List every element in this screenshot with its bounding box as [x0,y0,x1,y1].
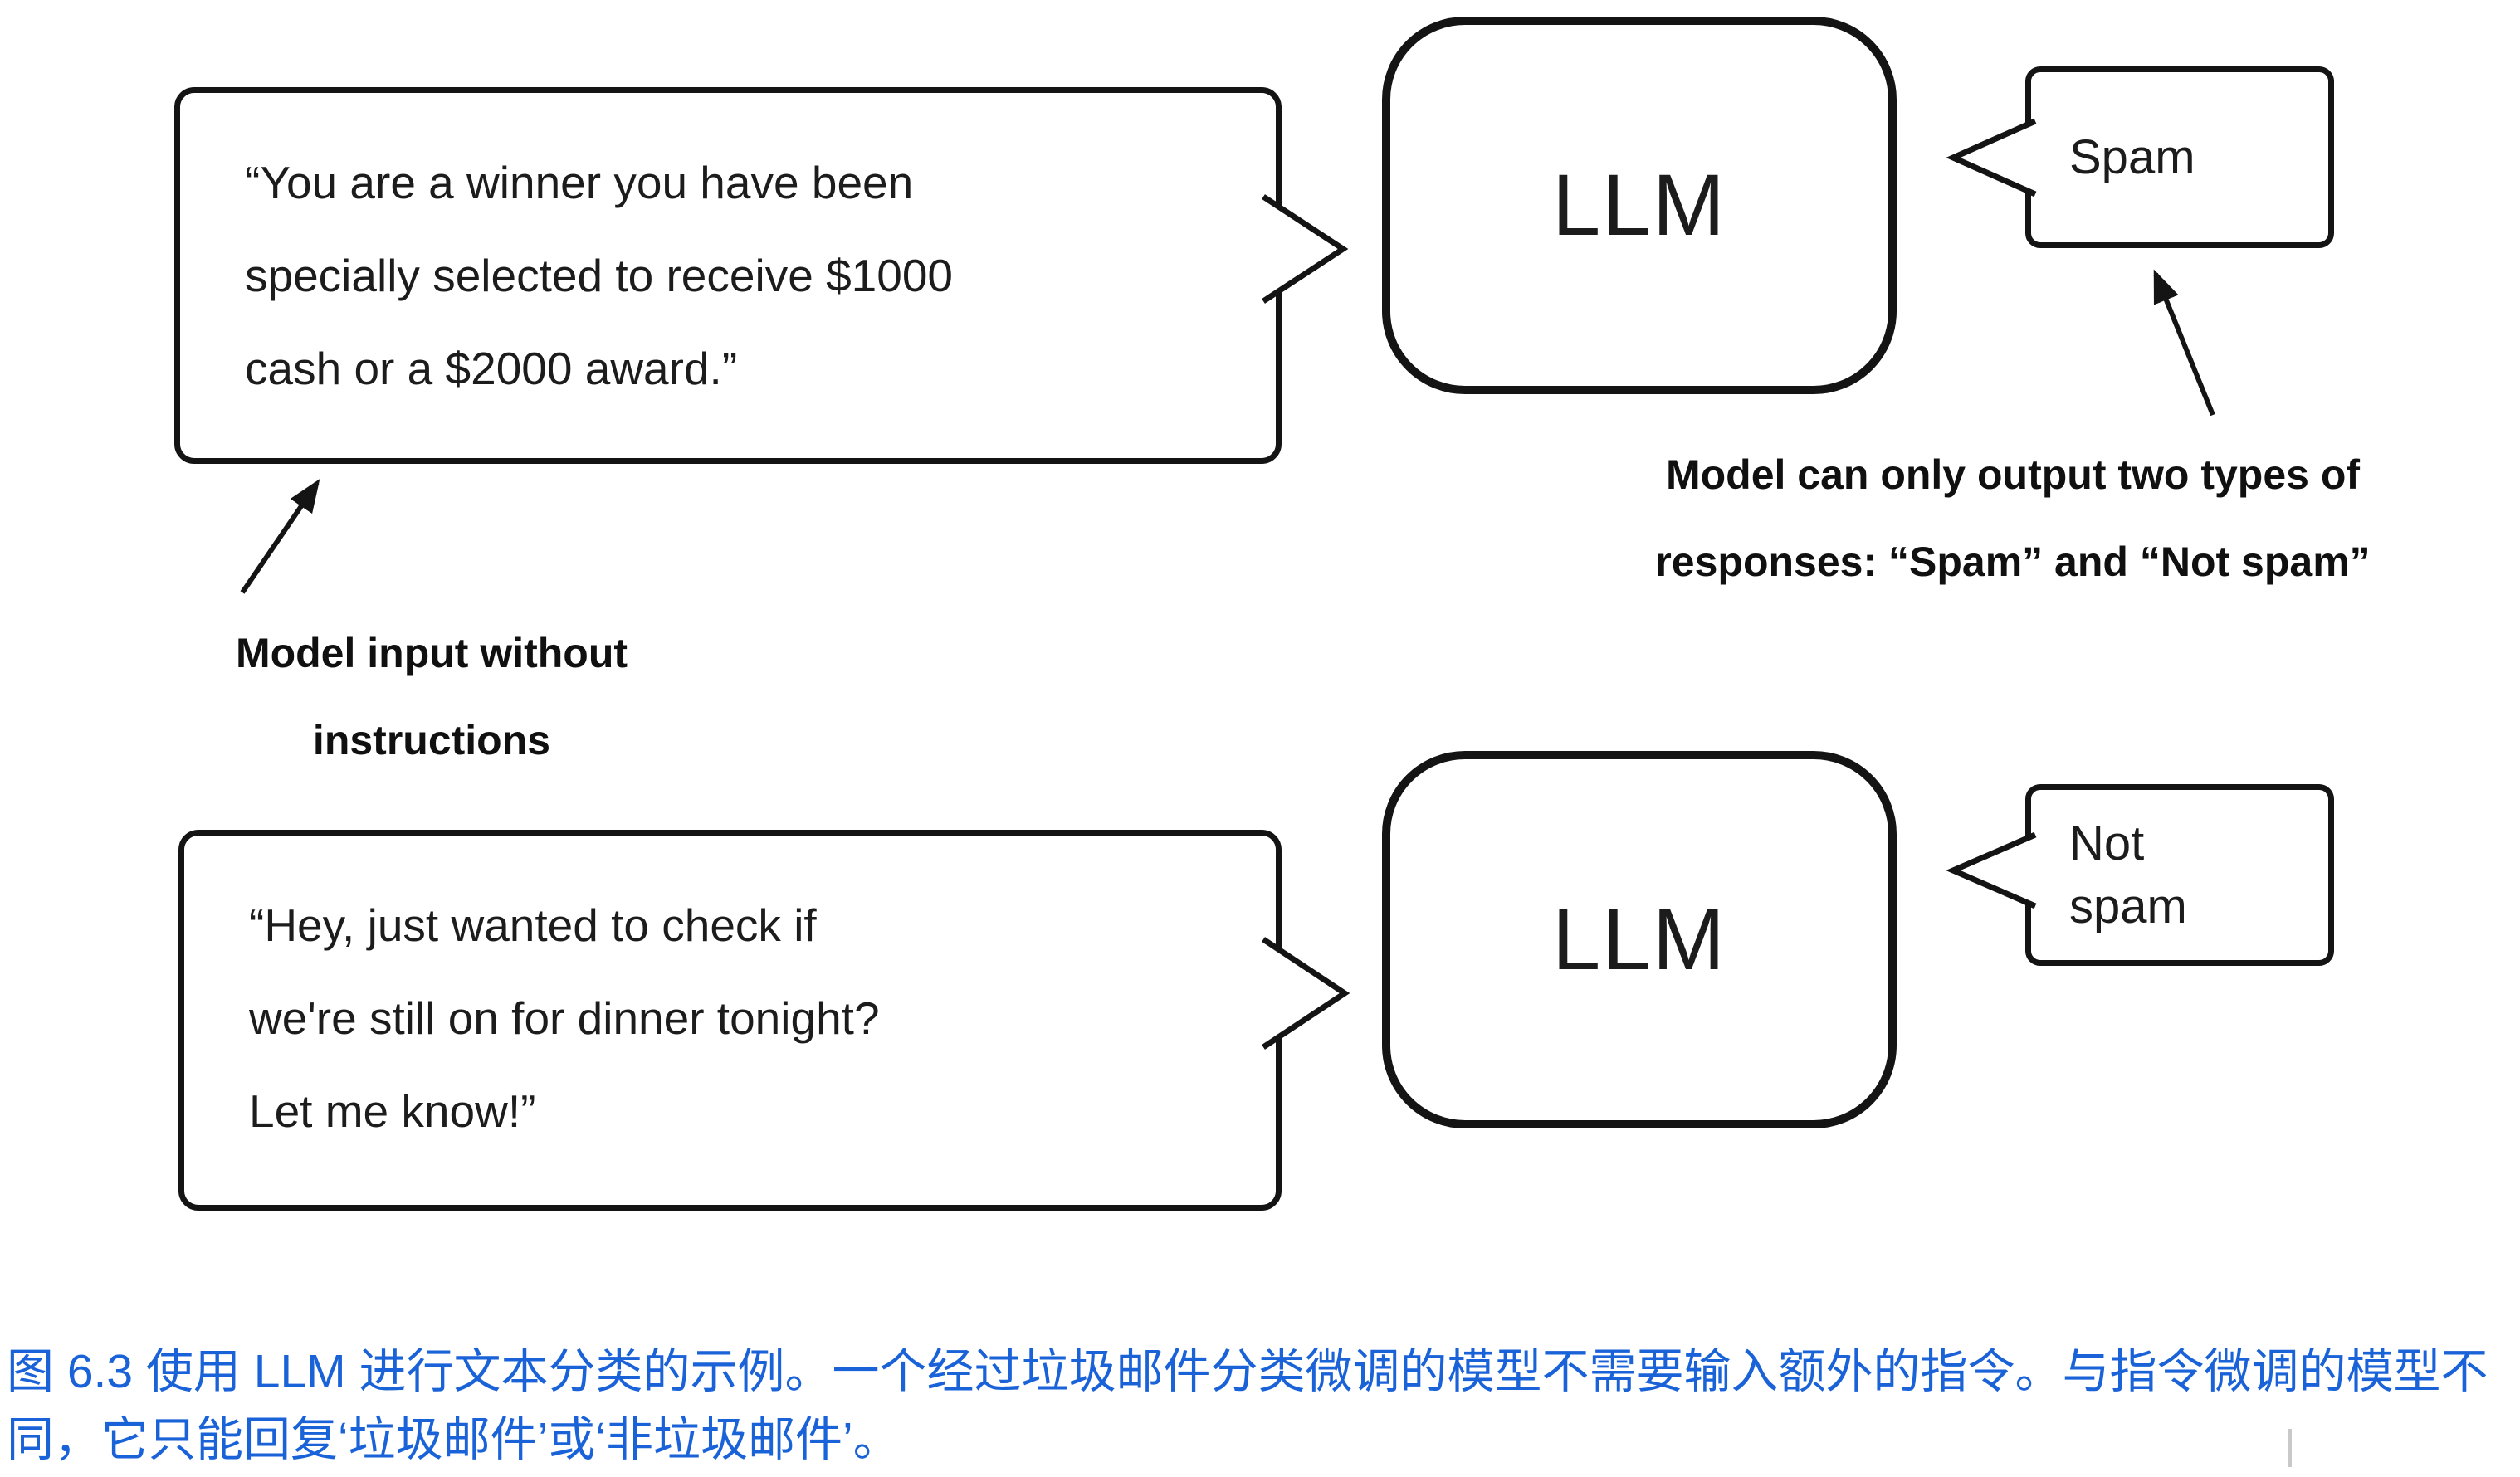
llm-bottom-label: LLM [1551,890,1727,988]
text-cursor [2288,1429,2292,1467]
output-not-spam-bubble-tail-icon [1946,831,2037,909]
input-bottom-line-1: “Hey, just wanted to check if [249,899,817,951]
annotation-output: Model can only output two types of respo… [1569,431,2457,606]
input-annotation-arrow-icon [240,479,320,594]
input-bubble-bottom-text: “Hey, just wanted to check if we're stil… [184,836,1276,1158]
llm-box-bottom: LLM [1382,751,1897,1128]
input-bottom-line-3: Let me know!” [249,1085,536,1137]
output-bubble-spam: Spam [2025,66,2334,248]
annotation-input-line-2: instructions [312,717,551,763]
llm-top-label: LLM [1551,156,1727,254]
input-bubble-top: “You are a winner you have been speciall… [174,87,1282,464]
annotation-output-line-2: responses: “Spam” and “Not spam” [1655,539,2371,585]
annotation-output-line-1: Model can only output two types of [1665,451,2361,498]
input-bubble-top-text: “You are a winner you have been speciall… [180,93,1276,415]
input-top-line-3: cash or a $2000 award.” [245,343,738,394]
annotation-input-line-1: Model input without [235,630,628,676]
input-bottom-line-2: we're still on for dinner tonight? [249,992,880,1044]
output-not-spam-line-1: Not [2069,816,2145,870]
output-annotation-arrow-icon [2153,269,2215,417]
output-spam-bubble-tail-icon [1946,118,2037,197]
figure-caption: 图 6.3 使用 LLM 进行文本分类的示例。一个经过垃圾邮件分类微调的模型不需… [7,1345,2488,1466]
output-bubble-not-spam: Not spam [2025,784,2334,966]
input-top-line-2: specially selected to receive $1000 [245,250,954,301]
llm-box-top: LLM [1382,17,1897,394]
input-top-line-1: “You are a winner you have been [245,157,914,208]
annotation-input: Model input without instructions [149,610,714,784]
output-not-spam-line-2: spam [2069,879,2187,933]
output-spam-label: Spam [2069,129,2195,184]
input-bubble-bottom: “Hey, just wanted to check if we're stil… [178,830,1282,1211]
